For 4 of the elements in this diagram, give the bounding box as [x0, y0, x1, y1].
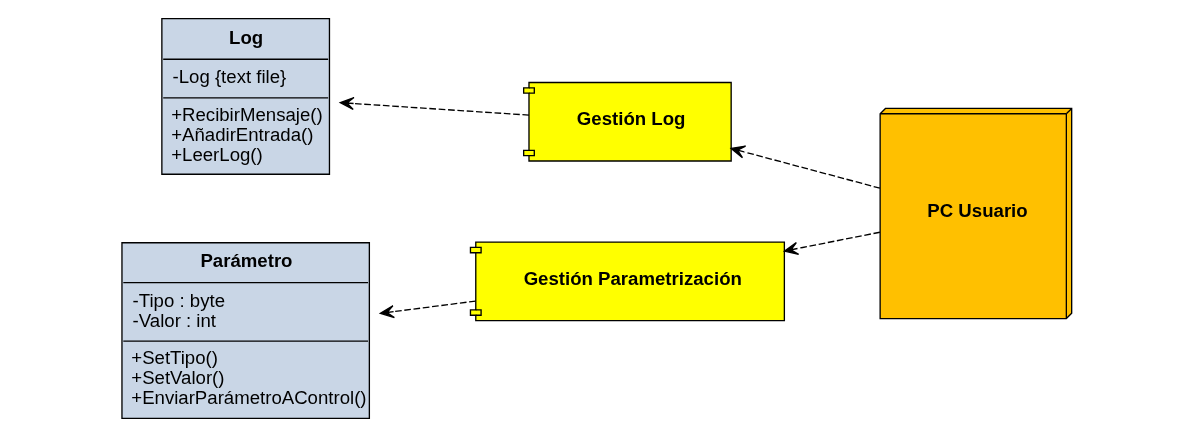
arrow: [783, 231, 881, 256]
arrow: [730, 145, 881, 189]
arrow: [379, 300, 476, 319]
arrow: [339, 96, 530, 116]
